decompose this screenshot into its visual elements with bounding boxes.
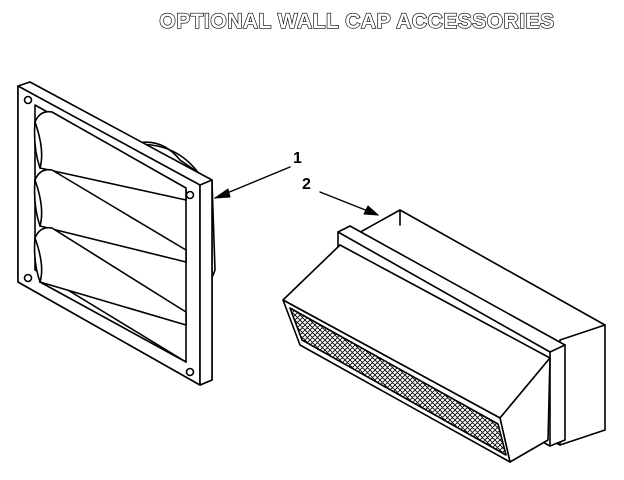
page-title: OPTIONAL WALL CAP ACCESSORIES <box>159 9 555 33</box>
louvered-wall-cap <box>17 81 216 386</box>
callout-2 <box>319 191 379 216</box>
callout-1 <box>214 166 291 199</box>
rectangular-wall-cap <box>282 209 606 463</box>
callout-label-2: 2 <box>302 176 311 193</box>
callout-label-1: 1 <box>293 150 302 167</box>
